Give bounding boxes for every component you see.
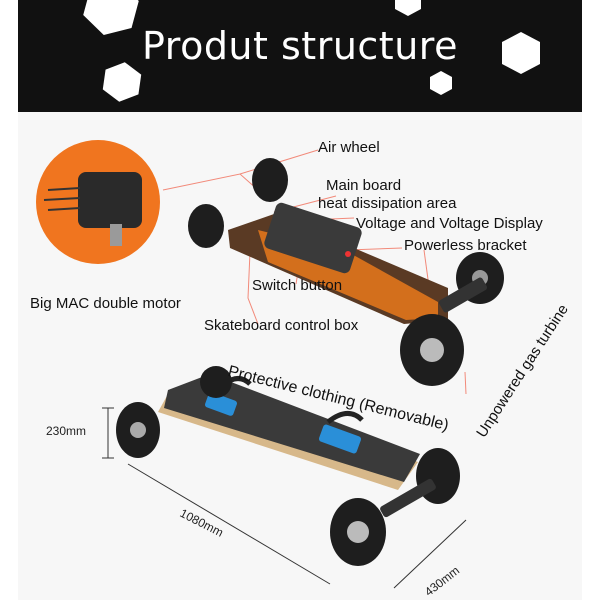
header-banner: Produt structure (18, 0, 582, 112)
lower-skateboard (116, 366, 460, 566)
banner-title: Produt structure (142, 24, 458, 68)
product-illustration (36, 140, 504, 589)
label-heat-dissipation: heat dissipation area (318, 195, 457, 212)
upper-skateboard (188, 158, 504, 386)
dimension-lines (102, 407, 467, 589)
hexagon-decoration (395, 0, 421, 16)
hexagon-decoration (83, 0, 139, 36)
label-powerless-bracket: Powerless bracket (404, 237, 527, 254)
hexagon-decoration (430, 71, 452, 95)
hexagon-decoration (102, 62, 142, 102)
hexagon-decoration (502, 32, 540, 74)
label-voltage-display: Voltage and Voltage Display (356, 215, 543, 232)
label-switch-button: Switch button (252, 277, 343, 294)
product-stage: Air wheel Main board heat dissipation ar… (18, 112, 582, 600)
label-main-board: Main board (326, 177, 402, 194)
label-double-motor: Big MAC double motor (30, 295, 181, 312)
label-air-wheel: Air wheel (318, 139, 380, 156)
motor-closeup (36, 140, 160, 264)
label-control-box: Skateboard control box (204, 317, 359, 334)
dimension-height: 230mm (46, 424, 87, 438)
